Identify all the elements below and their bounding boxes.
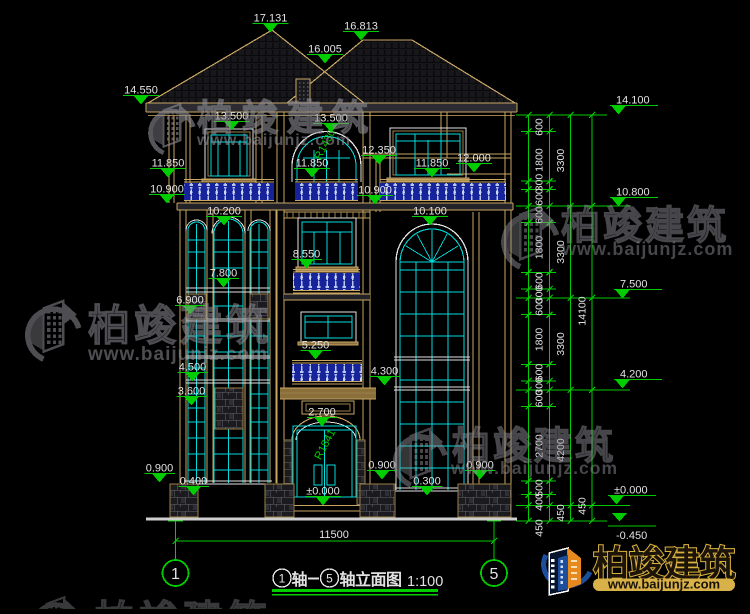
svg-text:0.900: 0.900 — [368, 460, 396, 472]
svg-text:12.000: 12.000 — [457, 153, 491, 165]
svg-text:柏竣建筑: 柏竣建筑 — [561, 205, 729, 248]
svg-text:14100: 14100 — [577, 296, 589, 325]
svg-text:0.400: 0.400 — [180, 476, 208, 488]
svg-text:柏竣建筑: 柏竣建筑 — [95, 599, 271, 609]
svg-text:11.850: 11.850 — [416, 158, 449, 170]
svg-text:450: 450 — [555, 504, 567, 522]
svg-text:16.813: 16.813 — [344, 21, 378, 33]
svg-text:10.100: 10.100 — [413, 206, 447, 218]
svg-text:6.900: 6.900 — [176, 295, 204, 307]
svg-text:7.500: 7.500 — [620, 279, 648, 291]
svg-text:5: 5 — [490, 566, 499, 583]
svg-text:0.900: 0.900 — [466, 460, 494, 472]
svg-text:17.131: 17.131 — [254, 13, 288, 25]
svg-text:柏竣建筑: 柏竣建筑 — [197, 97, 377, 138]
svg-text:0.300: 0.300 — [413, 476, 441, 488]
svg-text:600: 600 — [534, 390, 546, 408]
svg-text:600: 600 — [534, 118, 546, 136]
svg-text:400: 400 — [534, 493, 546, 511]
svg-text:0.900: 0.900 — [146, 463, 174, 475]
svg-text:300: 300 — [534, 286, 546, 304]
svg-text:11.850: 11.850 — [296, 158, 329, 170]
svg-text:10.200: 10.200 — [207, 206, 241, 218]
svg-text:3300: 3300 — [555, 149, 567, 173]
svg-text:300: 300 — [534, 377, 546, 395]
svg-text:±0.000: ±0.000 — [306, 486, 340, 498]
svg-text:轴立面图: 轴立面图 — [340, 570, 402, 589]
svg-text:柏竣建筑: 柏竣建筑 — [452, 426, 616, 468]
svg-text:450: 450 — [577, 497, 589, 515]
svg-text:8.550: 8.550 — [293, 249, 321, 261]
svg-text:柏竣建筑: 柏竣建筑 — [593, 543, 736, 584]
svg-text:13.500: 13.500 — [215, 111, 249, 123]
svg-text:450: 450 — [534, 519, 546, 537]
svg-text:10.800: 10.800 — [616, 187, 650, 199]
svg-text:4.500: 4.500 — [179, 362, 207, 374]
svg-text:www.baijunjz.com: www.baijunjz.com — [87, 344, 268, 365]
svg-text:4.200: 4.200 — [620, 369, 648, 381]
svg-text:www.baijunjz.com: www.baijunjz.com — [196, 132, 351, 149]
svg-text:12.350: 12.350 — [362, 145, 396, 157]
svg-text:1800: 1800 — [534, 328, 546, 352]
svg-text:14.100: 14.100 — [616, 95, 650, 107]
svg-text:600: 600 — [534, 298, 546, 316]
svg-text:4.300: 4.300 — [371, 366, 399, 378]
svg-text:2.700: 2.700 — [308, 407, 336, 419]
svg-text:3.600: 3.600 — [178, 386, 206, 398]
svg-text:www.baijunjz.com: www.baijunjz.com — [607, 577, 720, 592]
svg-text:3300: 3300 — [555, 332, 567, 356]
svg-text:5: 5 — [326, 572, 333, 586]
svg-text:4200: 4200 — [555, 438, 567, 462]
svg-text:600: 600 — [534, 188, 546, 206]
svg-text:14.550: 14.550 — [124, 85, 158, 97]
svg-text:www.baijunjz.com: www.baijunjz.com — [561, 239, 733, 259]
svg-text:11.850: 11.850 — [152, 158, 185, 170]
svg-text:轴: 轴 — [292, 570, 308, 589]
svg-text:11500: 11500 — [319, 529, 349, 541]
svg-text:柏竣建筑: 柏竣建筑 — [88, 302, 272, 349]
svg-text:16.005: 16.005 — [308, 44, 342, 56]
svg-text:600: 600 — [534, 272, 546, 290]
svg-text:www.baijunjz.com: www.baijunjz.com — [450, 458, 618, 478]
svg-text:1800: 1800 — [534, 148, 546, 172]
svg-text:7.800: 7.800 — [210, 268, 238, 280]
svg-text:3300: 3300 — [555, 240, 567, 264]
svg-text:300: 300 — [534, 174, 546, 192]
svg-text:1: 1 — [279, 572, 286, 586]
svg-text:1: 1 — [171, 566, 180, 583]
svg-text:-0.450: -0.450 — [616, 530, 647, 542]
svg-text:±0.000: ±0.000 — [614, 485, 648, 497]
svg-text:13.500: 13.500 — [314, 113, 348, 125]
svg-text:1:100: 1:100 — [407, 574, 443, 590]
svg-text:10.900: 10.900 — [150, 184, 184, 196]
svg-text:600: 600 — [534, 364, 546, 382]
svg-text:500: 500 — [534, 479, 546, 497]
svg-text:2700: 2700 — [534, 434, 546, 458]
svg-text:10.900: 10.900 — [358, 185, 392, 197]
svg-text:5.250: 5.250 — [302, 340, 330, 352]
